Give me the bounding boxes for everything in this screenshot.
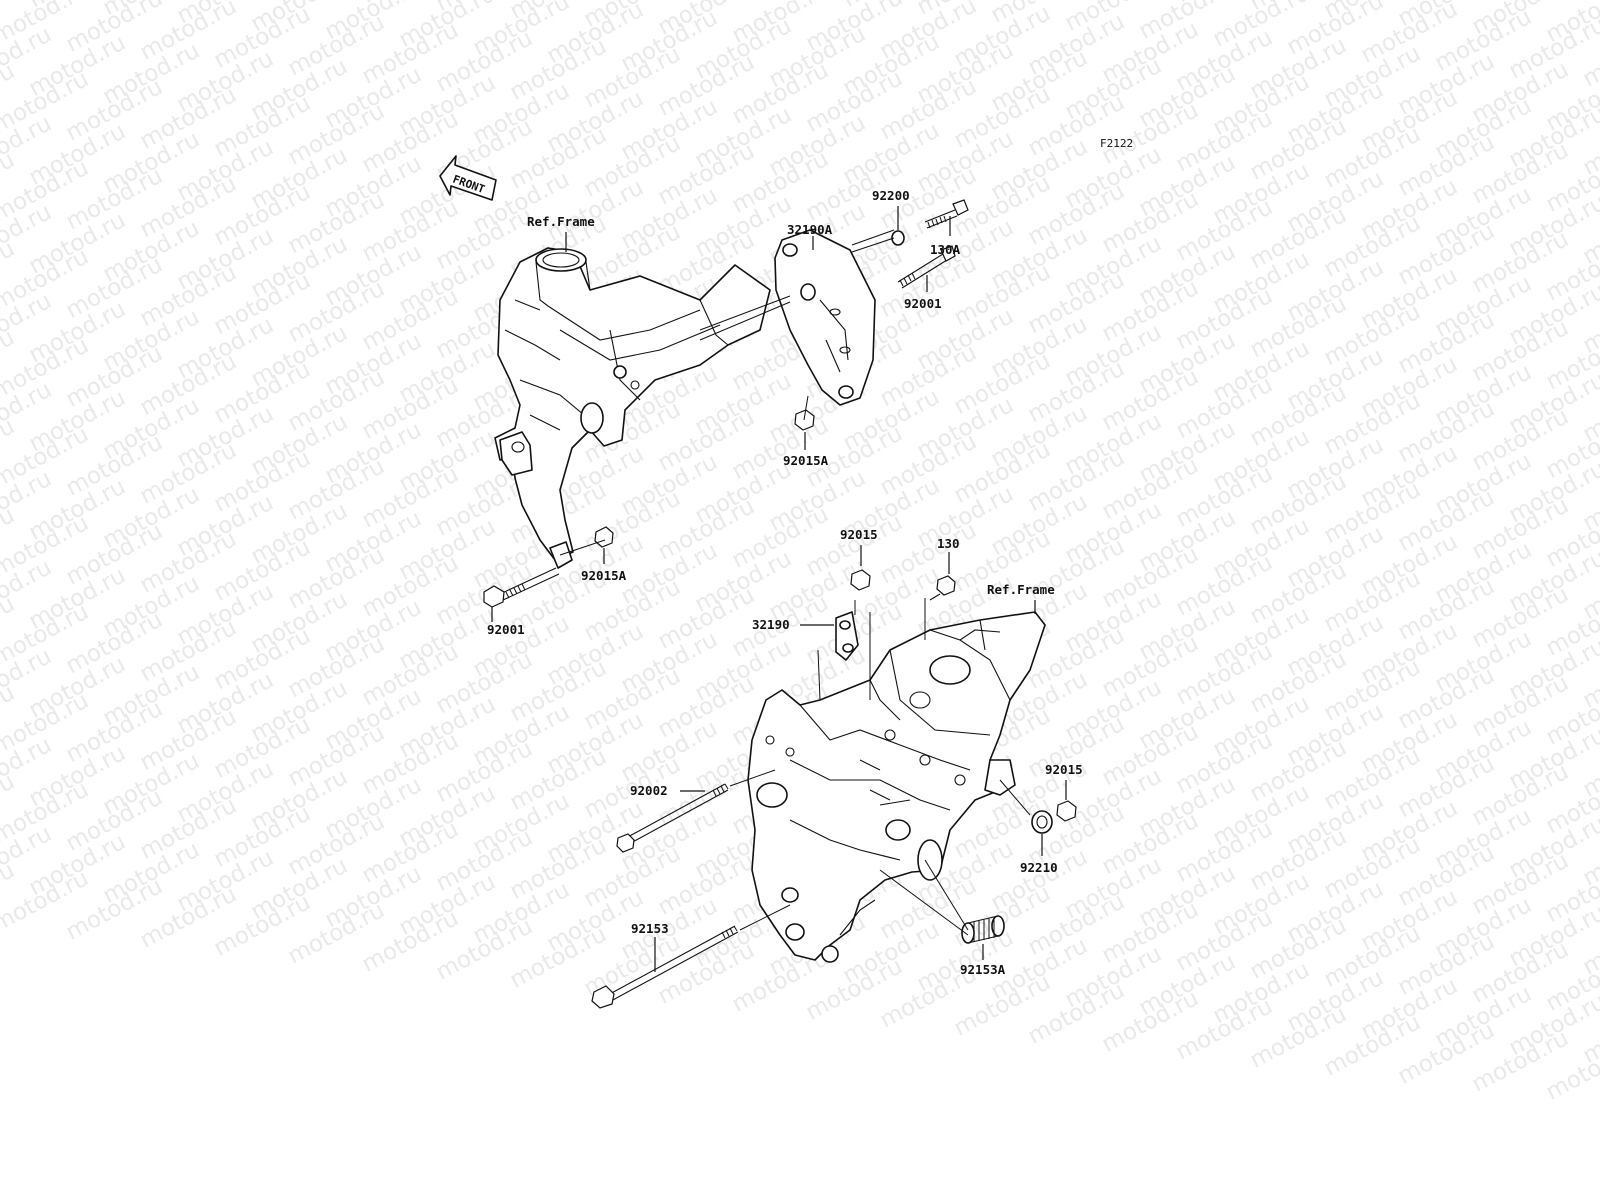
alignment-lines-upper [559,229,895,556]
callout-92001-upper: 92001 [904,296,942,311]
bolt-92001-lower [483,567,560,608]
callout-130a: 130A [930,242,961,257]
bolt-92153 [591,925,739,1009]
lower-frame-drawing [747,611,1046,963]
callout-92015a-lower: 92015A [581,568,627,583]
engine-bracket-32190a [774,229,876,406]
nut-92015-top [850,569,871,591]
callout-92015-top: 92015 [840,527,878,542]
figure-code: F2122 [1100,137,1133,150]
stud-92002 [616,783,729,853]
callout-92153a: 92153A [960,962,1006,977]
bolt-92001-upper [897,245,956,289]
callout-92153: 92153 [631,921,669,936]
washer-92200 [891,230,905,246]
alignment-lines-lower [729,598,1031,936]
bolt-130a [924,199,969,229]
callout-ref-frame-lower: Ref.Frame [987,582,1055,597]
upper-frame-drawing [494,247,771,569]
callout-ref-frame-upper: Ref.Frame [527,214,595,229]
lower-frame-assembly: 92015 130 Ref.Frame 32190 92015 92002 92… [591,527,1083,1009]
upper-frame-assembly: Ref.Frame 92200 32190A 130A 92001 92015A… [483,188,969,637]
callout-92200: 92200 [872,188,910,203]
bolt-130 [929,575,956,601]
nut-92015-right [1056,800,1077,822]
collar-92210 [1031,810,1053,834]
callout-32190a: 32190A [787,222,833,237]
callout-92001-lower: 92001 [487,622,525,637]
watermark-layer: motod.rumotod.rumotod.rumotod.rumotod.ru… [0,0,1600,1106]
watermark-text: motod.ru [1579,0,1600,4]
callout-32190: 32190 [752,617,790,632]
engine-bracket-32190 [835,611,859,661]
callout-92015a-upper: 92015A [783,453,829,468]
callout-92015-right: 92015 [1045,762,1083,777]
callout-92210: 92210 [1020,860,1058,875]
callout-92002: 92002 [630,783,668,798]
callout-130: 130 [937,536,960,551]
bushing-92153a [961,915,1005,944]
